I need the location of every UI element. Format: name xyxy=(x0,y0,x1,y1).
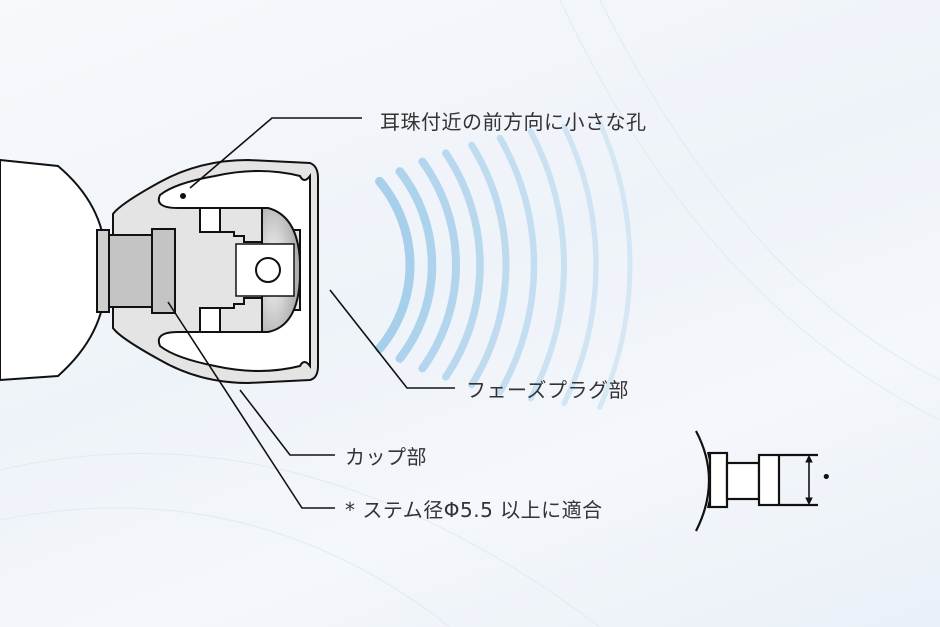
label-stem-note: * ステム径Φ5.5 以上に適合 xyxy=(345,498,603,522)
sound-wave-arc xyxy=(561,123,599,407)
label-front-hole: 耳珠付近の前方向に小さな孔 xyxy=(380,110,647,134)
inner-body-bottom xyxy=(219,297,263,333)
inset-marker: • xyxy=(821,467,833,488)
stem xyxy=(108,234,154,308)
nozzle-flange xyxy=(96,229,110,313)
stem-diameter-inset xyxy=(695,430,818,532)
sound-wave-arc xyxy=(527,128,567,402)
sound-wave-arc xyxy=(418,157,460,373)
wall-gap-bottom xyxy=(199,307,221,333)
wall-gap-top xyxy=(199,207,221,233)
phase-plug-center xyxy=(255,257,281,283)
hole-dot xyxy=(180,193,186,199)
sound-wave-arc xyxy=(597,120,633,410)
sound-wave-arc xyxy=(375,176,415,354)
sound-wave-arc xyxy=(496,134,538,396)
ear-shape xyxy=(0,158,107,382)
sound-waves xyxy=(375,120,633,410)
sound-wave-arc xyxy=(395,167,437,363)
sound-wave-arc xyxy=(468,141,510,389)
leader-lines xyxy=(167,117,455,509)
sound-wave-arc xyxy=(442,149,484,381)
stem-collar xyxy=(151,228,176,314)
label-phase-plug: フェーズプラグ部 xyxy=(466,378,629,402)
label-cup: カップ部 xyxy=(345,445,427,469)
